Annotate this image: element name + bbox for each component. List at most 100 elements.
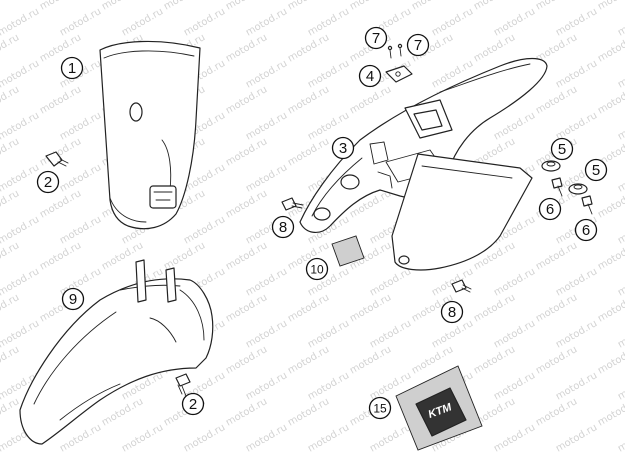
callout-4: 4 (358, 64, 382, 88)
watermark-text: motod.ru (58, 110, 103, 142)
watermark-text: motod.ru (534, 0, 579, 13)
watermark-text: motod.ru (534, 292, 579, 324)
callout-circle (36, 170, 60, 194)
callout-6b: 6 (574, 218, 598, 242)
watermark-text: motod.ru (38, 240, 83, 272)
watermark-text: motod.ru (596, 0, 625, 13)
watermark-text: motod.ru (0, 110, 41, 142)
callout-circle (60, 56, 84, 80)
watermark-text: motod.ru (244, 58, 289, 90)
watermark-text: motod.ru (472, 0, 517, 13)
watermark-text: motod.ru (0, 0, 21, 13)
watermark-text: motod.ru (224, 32, 269, 64)
callout-circle (271, 215, 295, 239)
watermark-text: motod.ru (244, 266, 289, 298)
watermark-text: motod.ru (100, 396, 145, 428)
callout-number: 6 (546, 201, 554, 218)
watermark-text: motod.ru (472, 292, 517, 324)
callout-9: 9 (61, 287, 85, 311)
callout-number: 3 (339, 140, 347, 157)
watermark-text: motod.ru (224, 136, 269, 168)
watermark-text: motod.ru (286, 136, 331, 168)
callout-number: 2 (44, 174, 52, 191)
callout-number: 6 (582, 222, 590, 239)
watermark-text: motod.ru (534, 396, 579, 428)
watermark-text: motod.ru (616, 370, 625, 402)
callout-1: 1 (60, 56, 84, 80)
watermark-text: motod.ru (100, 0, 145, 13)
callout-2a: 2 (36, 170, 60, 194)
watermark-text: motod.ru (368, 318, 413, 350)
watermark-text: motod.ru (0, 6, 41, 38)
watermark-text: motod.ru (616, 422, 625, 454)
screw-lower (581, 195, 593, 215)
callout-2b: 2 (181, 392, 205, 416)
watermark-text: motod.ru (224, 396, 269, 428)
watermark-text: motod.ru (224, 0, 269, 13)
watermark-text: motod.ru (286, 292, 331, 324)
watermark-text: motod.ru (306, 6, 351, 38)
watermark-text: motod.ru (120, 422, 165, 454)
watermark-text: motod.ru (286, 396, 331, 428)
callout-circle (358, 64, 382, 88)
callout-number: 10 (310, 263, 324, 277)
watermark-text: motod.ru (554, 110, 599, 142)
watermark-text: motod.ru (244, 110, 289, 142)
watermark-text: motod.ru (162, 240, 207, 272)
watermark-text: motod.ru (368, 266, 413, 298)
callout-number: 2 (189, 396, 197, 413)
watermark-text: motod.ru (492, 370, 537, 402)
watermark-text: motod.ru (430, 6, 475, 38)
watermark-text: motod.ru (430, 266, 475, 298)
watermark-text: motod.ru (58, 162, 103, 194)
small-screws (387, 43, 403, 59)
callout-number: 1 (68, 60, 76, 77)
callout-circle (538, 197, 562, 221)
callout-circle (584, 158, 608, 182)
watermark-text: motod.ru (306, 422, 351, 454)
watermark-text: motod.ru (554, 266, 599, 298)
callout-number: 5 (558, 141, 566, 158)
watermark-text: motod.ru (182, 6, 227, 38)
watermark-text: motod.ru (120, 6, 165, 38)
callout-7b: 7 (406, 33, 430, 57)
watermark-text: motod.ru (224, 344, 269, 376)
callout-number: 15 (373, 402, 387, 416)
watermark-text: motod.ru (492, 422, 537, 454)
front-fender (19, 259, 214, 445)
watermark-text: motod.ru (38, 188, 83, 220)
watermark-text: motod.ru (0, 266, 41, 298)
watermark-text: motod.ru (616, 58, 625, 90)
watermark-text: motod.ru (286, 0, 331, 13)
callout-circle (550, 137, 574, 161)
watermark-text: motod.ru (492, 266, 537, 298)
watermark-text: motod.ru (534, 84, 579, 116)
watermark-text: motod.ru (616, 162, 625, 194)
watermark-text: motod.ru (492, 110, 537, 142)
clip-part (385, 65, 413, 83)
watermark-text: motod.ru (616, 110, 625, 142)
plate-bolt (45, 151, 69, 167)
watermark-text: motod.ru (58, 6, 103, 38)
watermark-text: motod.ru (554, 422, 599, 454)
watermark-text: motod.ru (616, 318, 625, 350)
watermark-text: motod.ru (244, 6, 289, 38)
watermark-text: motod.ru (0, 58, 41, 90)
watermark-text: motod.ru (534, 240, 579, 272)
watermark-text: motod.ru (0, 214, 41, 246)
watermark-text: motod.ru (616, 6, 625, 38)
watermark-text: motod.ru (472, 344, 517, 376)
watermark-text: motod.ru (492, 318, 537, 350)
ktm-decal: KTM (395, 365, 483, 451)
callout-number: 8 (279, 219, 287, 236)
watermark-text: motod.ru (554, 370, 599, 402)
callout-circle (181, 392, 205, 416)
watermark-text: motod.ru (306, 58, 351, 90)
callout-10: 10 (305, 257, 329, 281)
callout-7a: 7 (364, 26, 388, 50)
small-sticker (331, 235, 365, 267)
watermark-text: motod.ru (224, 292, 269, 324)
watermark-text: motod.ru (58, 214, 103, 246)
watermark-text: motod.ru (286, 32, 331, 64)
